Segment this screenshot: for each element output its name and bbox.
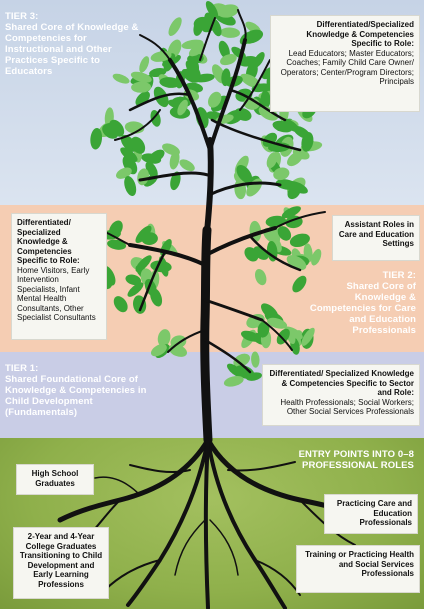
leaf-shape [130, 71, 152, 83]
leaf-shape [179, 159, 195, 172]
practicing-professionals-title: Practicing Care and Education Profession… [336, 499, 412, 527]
leaf-shape [169, 150, 180, 170]
leaf-shape [168, 17, 182, 36]
tier3-heading: TIER 3: Shared Core of Knowledge & Compe… [5, 11, 145, 77]
leaf-shape [157, 329, 171, 347]
leaf-shape [141, 232, 158, 246]
leaf-shape [292, 275, 307, 293]
assistant-roles-title: Assistant Roles in Care and Education Se… [338, 220, 414, 248]
leaf-shape [241, 330, 260, 342]
leaf-shape [246, 372, 262, 381]
leaf-shape [233, 353, 251, 367]
tier3-role-callout: Differentiated/Specialized Knowledge & C… [270, 15, 420, 112]
high-school-callout: High School Graduates [16, 464, 94, 495]
leaf-shape [193, 16, 210, 30]
entry-points-heading: ENTRY POINTS INTO 0–8 PROFESSIONAL ROLES [298, 449, 414, 471]
specialist-role-title: Differentiated/ Specialized Knowledge & … [17, 218, 80, 265]
leaf-shape [254, 268, 267, 286]
leaf-shape [252, 52, 265, 69]
leaf-shape [266, 152, 278, 169]
tier2-label: TIER 2: [382, 270, 416, 281]
leaf-shape [220, 54, 237, 66]
leaf-shape [218, 40, 230, 59]
leaf-shape [107, 239, 127, 250]
leaf-shape [208, 91, 222, 108]
assistant-roles-callout: Assistant Roles in Care and Education Se… [332, 215, 420, 261]
leaf-shape [217, 4, 239, 18]
leaf-shape [127, 282, 144, 297]
leaf-shape [102, 122, 120, 134]
leaf-shape [177, 99, 188, 116]
college-graduates-title: 2-Year and 4-Year College Graduates Tran… [19, 532, 103, 589]
leaf-shape [124, 176, 137, 196]
leaf-shape [131, 81, 152, 93]
leaf-shape [301, 132, 314, 152]
leaf-shape [120, 147, 138, 163]
leaf-shape [145, 161, 158, 178]
leaf-shape [289, 233, 310, 248]
leaf-shape [125, 274, 142, 286]
leaf-shape [139, 56, 150, 73]
leaf-shape [234, 107, 252, 121]
leaf-shape [170, 171, 181, 191]
training-professionals-title: Training or Practicing Health and Social… [305, 550, 414, 578]
leaf-shape [223, 375, 244, 387]
leaf-shape [90, 127, 103, 150]
leaf-shape [113, 296, 128, 313]
leaf-shape [185, 60, 201, 79]
leaf-shape [273, 167, 290, 181]
leaf-shape [130, 136, 146, 154]
tier1-role-list: Health Professionals; Social Workers; Ot… [280, 397, 414, 417]
tier1-heading: TIER 1: Shared Foundational Core of Know… [5, 363, 165, 418]
tier2-description: Shared Core of Knowledge & Competencies … [309, 281, 416, 336]
leaf-shape [301, 327, 315, 346]
leaf-shape [109, 220, 123, 238]
training-professionals-callout: Training or Practicing Health and Social… [296, 545, 420, 593]
tier3-label: TIER 3: [5, 11, 39, 22]
specialist-role-callout: Differentiated/ Specialized Knowledge & … [11, 213, 107, 340]
tier3-role-list: Lead Educators; Master Educators; Coache… [280, 48, 414, 87]
leaf-shape [141, 153, 162, 164]
leaf-shape [188, 43, 206, 57]
leaf-shape [260, 303, 279, 321]
tier1-role-callout: Differentiated/ Specialized Knowledge & … [262, 364, 420, 426]
tier1-role-title: Differentiated/ Specialized Knowledge & … [269, 369, 414, 397]
leaf-shape [240, 73, 261, 88]
specialist-role-list: Home Visitors, Early Intervention Specia… [17, 265, 96, 323]
leaf-shape [205, 0, 219, 19]
tier3-description: Shared Core of Knowledge & Competencies … [5, 22, 139, 77]
leaf-shape [150, 344, 167, 357]
leaf-shape [220, 27, 240, 38]
leaf-shape [150, 110, 161, 127]
leaf-shape [260, 90, 271, 109]
leaf-shape [112, 73, 130, 84]
leaf-shape [281, 206, 301, 219]
leaf-shape [276, 328, 290, 345]
high-school-title: High School Graduates [31, 469, 79, 488]
tier1-description: Shared Foundational Core of Knowledge & … [5, 374, 147, 418]
leaf-shape [287, 181, 308, 194]
leaf-shape [211, 95, 228, 112]
leaf-shape [277, 226, 292, 241]
practicing-professionals-callout: Practicing Care and Education Profession… [324, 494, 418, 534]
leaf-shape [257, 321, 270, 338]
leaf-shape [244, 247, 259, 262]
tier3-role-title: Differentiated/Specialized Knowledge & C… [306, 20, 414, 48]
tier1-label: TIER 1: [5, 363, 39, 374]
leaf-shape [311, 248, 322, 266]
leaf-shape [159, 77, 181, 88]
tier2-heading: TIER 2: Shared Core of Knowledge & Compe… [306, 270, 416, 336]
leaf-shape [236, 165, 253, 183]
leaf-shape [272, 120, 293, 133]
leaf-shape [267, 317, 288, 329]
college-graduates-callout: 2-Year and 4-Year College Graduates Tran… [13, 527, 109, 599]
leaf-shape [251, 351, 260, 368]
